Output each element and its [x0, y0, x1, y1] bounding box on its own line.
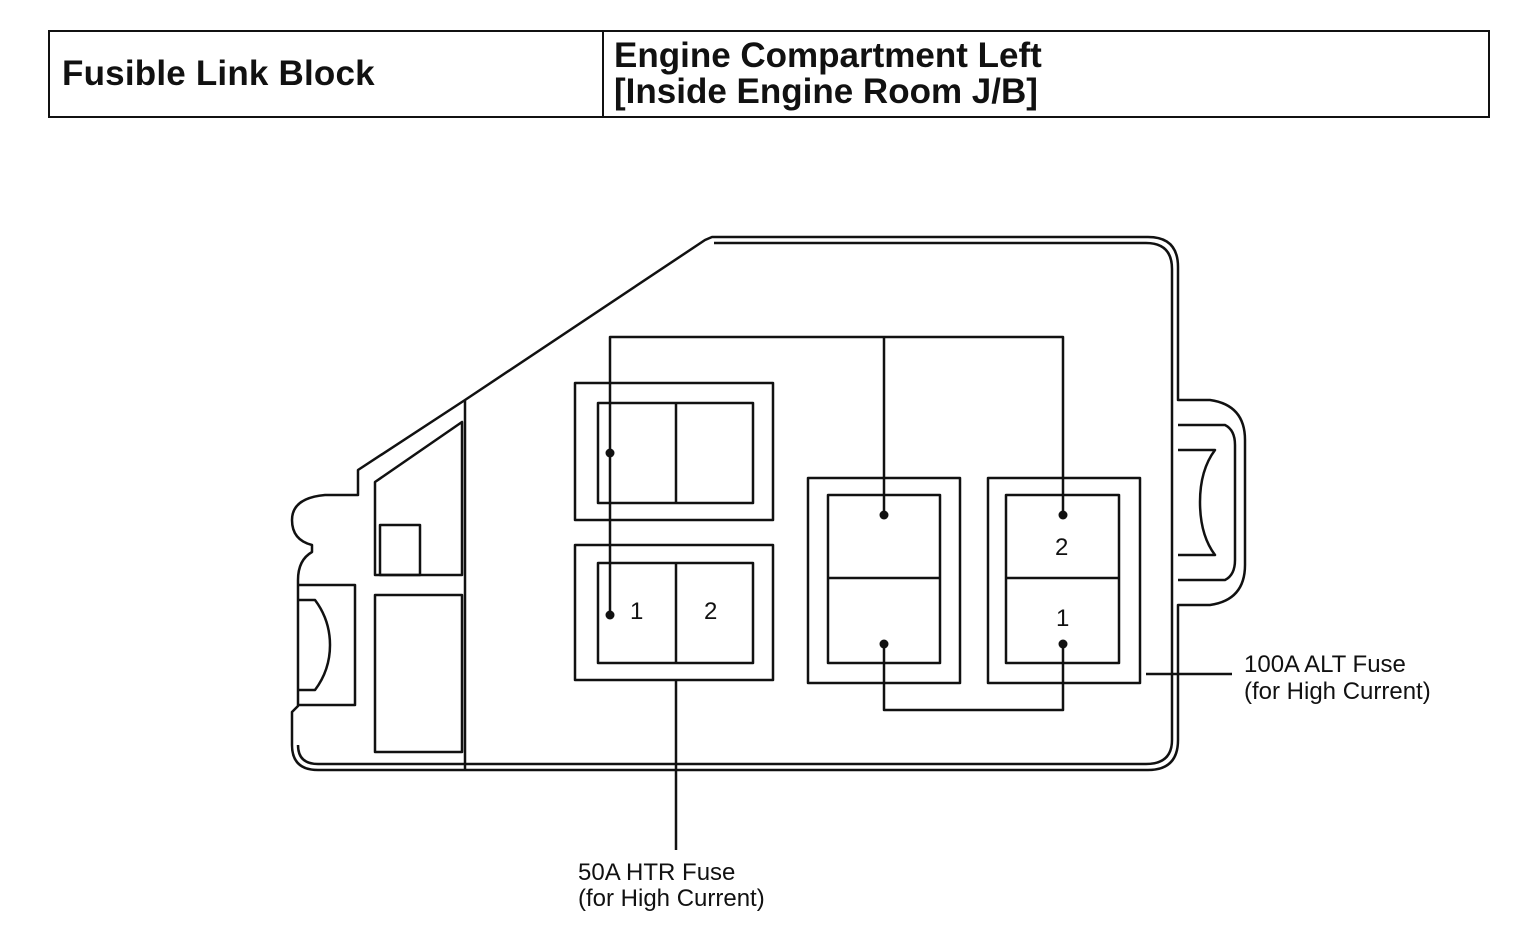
left-lower-slot: [373, 593, 464, 754]
alt-terminal-2-label: 2: [1055, 534, 1068, 561]
htr-fuse-upper-housing: [573, 381, 775, 522]
left-slot: [373, 420, 464, 577]
alt-fuse-label-line-1: 100A ALT Fuse: [1244, 651, 1406, 678]
htr-upper-terminal-dot: [605, 448, 615, 458]
alt-fuse-label-line-2: (for High Current): [1244, 678, 1431, 705]
htr-terminal-2-label: 2: [704, 598, 717, 625]
component-title: Fusible Link Block: [50, 32, 604, 116]
block-housing: [290, 235, 1247, 772]
middle-upper-terminal-dot: [879, 510, 889, 520]
htr-fuse-label-line-2: (for High Current): [578, 885, 765, 912]
right-clip: [1178, 423, 1237, 582]
bus-bar-bottom: [882, 644, 1065, 712]
location-line-1: Engine Compartment Left: [614, 36, 1042, 75]
htr-fuse-label-line-1: 50A HTR Fuse: [578, 859, 735, 886]
block-housing-inner: [296, 241, 1174, 766]
alt-terminal-2-dot: [1058, 510, 1068, 520]
location-line-2: [Inside Engine Room J/B]: [614, 72, 1038, 111]
header-table: Fusible Link Block Engine Compartment Le…: [48, 30, 1490, 118]
left-clip: [298, 583, 357, 707]
alt-terminal-1-dot: [1058, 639, 1068, 649]
component-title-text: Fusible Link Block: [62, 54, 375, 93]
middle-lower-terminal-dot: [879, 639, 889, 649]
alt-terminal-1-label: 1: [1056, 605, 1069, 632]
htr-terminal-1-dot: [605, 610, 615, 620]
htr-terminal-1-label: 1: [630, 598, 643, 625]
left-small-slot: [378, 523, 422, 577]
bus-bar-top: [608, 335, 1065, 615]
location-title: Engine Compartment Left [Inside Engine R…: [604, 32, 1488, 116]
htr-fuse-housing: [573, 543, 775, 682]
